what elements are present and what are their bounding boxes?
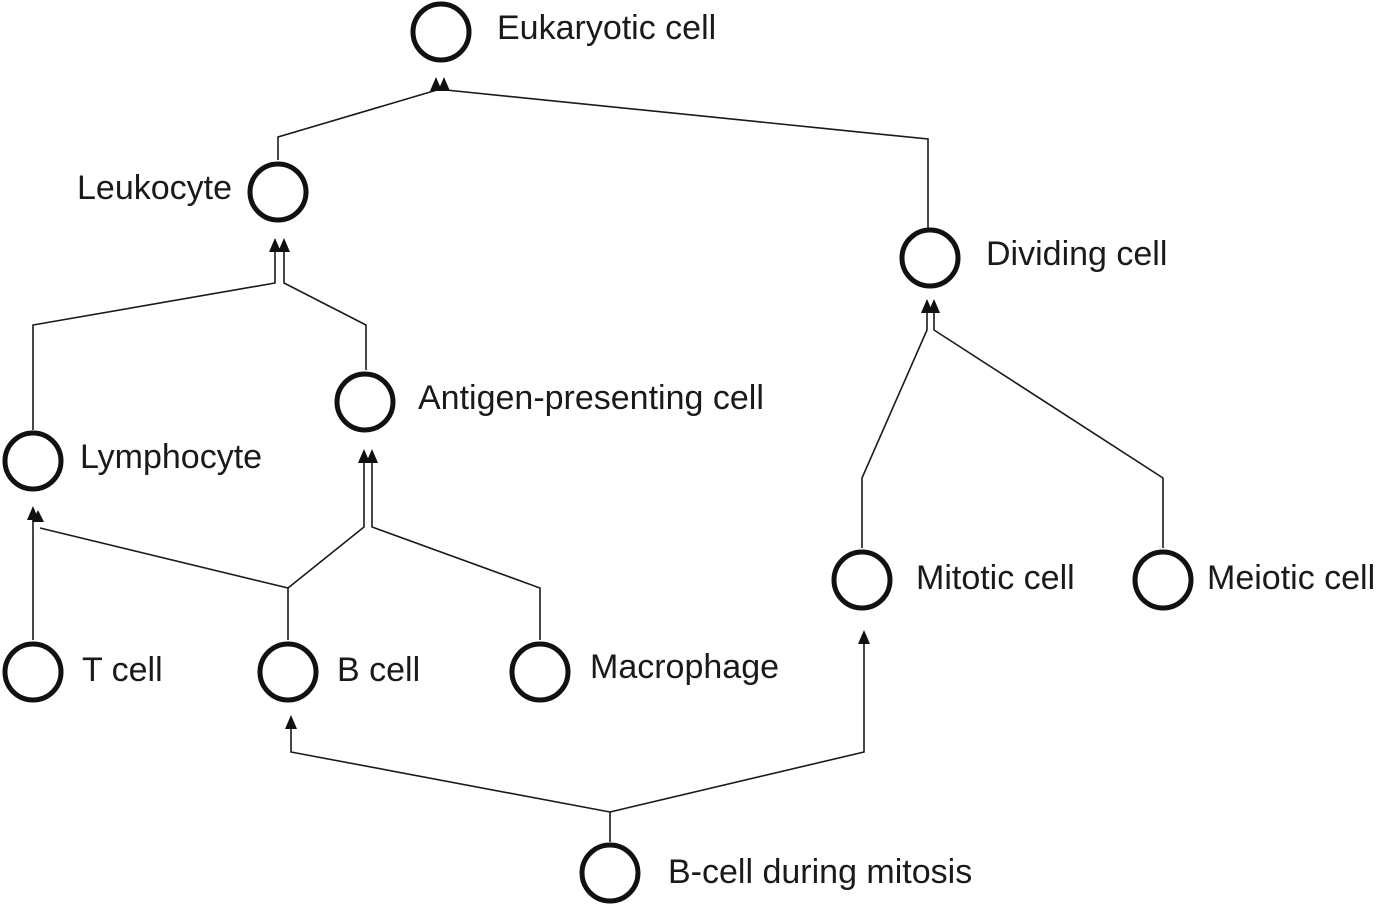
edge-mitotic-to-dividing bbox=[861, 313, 928, 548]
edge-macrophage-to-apc bbox=[371, 463, 541, 640]
arrowhead-bcellmitosis-mitotic bbox=[858, 630, 870, 644]
arrowheads-lymphocyte bbox=[27, 506, 44, 522]
node-circle bbox=[247, 161, 309, 223]
node-t-cell: T cell bbox=[2, 641, 163, 703]
node-dividing-cell: Dividing cell bbox=[899, 227, 1167, 289]
node-label: B cell bbox=[337, 651, 420, 689]
arrowhead-dividing-eukaryotic bbox=[438, 77, 450, 91]
node-label: Eukaryotic cell bbox=[497, 9, 716, 47]
node-label: Leukocyte bbox=[77, 169, 232, 207]
node-mitotic-cell: Mitotic cell bbox=[831, 549, 1075, 611]
arrowhead-leukocyte-eukaryotic bbox=[430, 77, 442, 91]
node-circle bbox=[410, 1, 472, 63]
edge-leukocyte-to-eukaryotic bbox=[277, 89, 438, 160]
node-circle bbox=[899, 227, 961, 289]
node-label: Meiotic cell bbox=[1207, 559, 1375, 597]
arrowhead-meiotic-dividing bbox=[928, 299, 940, 313]
node-meiotic-cell: Meiotic cell bbox=[1132, 549, 1375, 611]
edge-bcellmitosis-to-bcell bbox=[290, 728, 611, 842]
edge-bcellmitosis-to-mitotic bbox=[609, 644, 865, 813]
edges bbox=[27, 77, 1164, 842]
arrowhead-bcell-lymphocyte bbox=[32, 510, 44, 522]
node-label: B-cell during mitosis bbox=[668, 853, 972, 891]
node-circle bbox=[2, 430, 64, 492]
node-circle bbox=[509, 641, 571, 703]
arrowheads-apc bbox=[358, 449, 378, 463]
arrowhead-bcell-apc bbox=[358, 449, 370, 463]
node-circle bbox=[831, 549, 893, 611]
arrowhead-macrophage-apc bbox=[366, 449, 378, 463]
node-circle bbox=[579, 842, 641, 904]
edge-bcell-to-lymphocyte bbox=[39, 527, 289, 640]
node-b-cell: B cell bbox=[257, 641, 420, 703]
arrowhead-apc-leukocyte bbox=[278, 238, 290, 252]
edge-dividing-to-eukaryotic bbox=[445, 89, 929, 228]
edge-lymphocyte-to-leukocyte bbox=[32, 252, 276, 430]
node-b-cell-during-mitosis: B-cell during mitosis bbox=[579, 842, 972, 904]
arrowhead-lymphocyte-leukocyte bbox=[269, 238, 281, 252]
edge-apc-to-leukocyte bbox=[283, 252, 367, 370]
node-circle bbox=[2, 641, 64, 703]
node-leukocyte: Leukocyte bbox=[77, 161, 309, 223]
arrowheads-eukaryotic bbox=[430, 77, 450, 91]
edge-meiotic-to-dividing bbox=[933, 313, 1164, 548]
node-label: Lymphocyte bbox=[80, 438, 262, 476]
arrowhead-bcellmitosis-bcell bbox=[285, 715, 297, 729]
edge-bcell-to-apc bbox=[287, 463, 365, 589]
arrowheads-leukocyte bbox=[269, 238, 290, 252]
node-circle bbox=[334, 371, 396, 433]
node-lymphocyte: Lymphocyte bbox=[2, 430, 262, 492]
node-label: Dividing cell bbox=[986, 235, 1167, 273]
node-eukaryotic-cell: Eukaryotic cell bbox=[410, 1, 716, 63]
node-label: T cell bbox=[82, 651, 163, 689]
node-label: Mitotic cell bbox=[916, 559, 1075, 597]
node-circle bbox=[257, 641, 319, 703]
node-antigen-presenting-cell: Antigen-presenting cell bbox=[334, 371, 764, 433]
node-circle bbox=[1132, 549, 1194, 611]
node-label: Antigen-presenting cell bbox=[418, 379, 764, 417]
arrowheads-dividing bbox=[921, 299, 940, 313]
node-label: Macrophage bbox=[590, 648, 779, 686]
node-macrophage: Macrophage bbox=[509, 641, 779, 703]
